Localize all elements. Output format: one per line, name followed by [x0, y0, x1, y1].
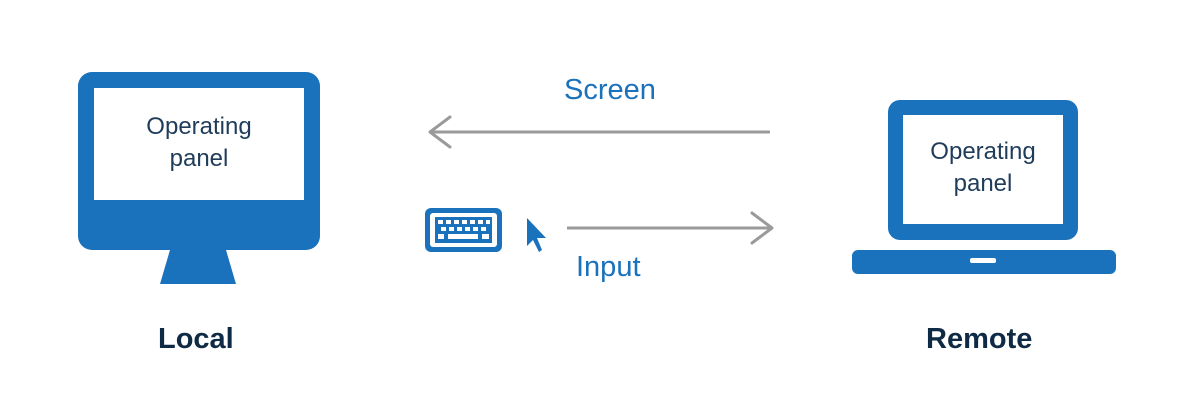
- screen-arrow: [428, 115, 770, 149]
- local-caption: Local: [158, 323, 234, 355]
- remote-panel-text: Operating panel: [903, 136, 1063, 200]
- remote-panel-line1: Operating: [930, 138, 1036, 165]
- local-panel-line1: Operating: [146, 113, 252, 140]
- input-arrow: [567, 211, 774, 245]
- keyboard-icon: [425, 208, 502, 252]
- remote-caption: Remote: [926, 323, 1033, 355]
- local-panel-line2: panel: [169, 145, 229, 172]
- local-panel-text: Operating panel: [94, 111, 304, 175]
- screen-label: Screen: [564, 74, 656, 106]
- input-label: Input: [576, 251, 641, 283]
- remote-panel-line2: panel: [953, 170, 1013, 197]
- mouse-pointer-icon: [527, 218, 546, 252]
- desktop-monitor-icon: [78, 72, 320, 284]
- laptop-icon: [852, 100, 1116, 274]
